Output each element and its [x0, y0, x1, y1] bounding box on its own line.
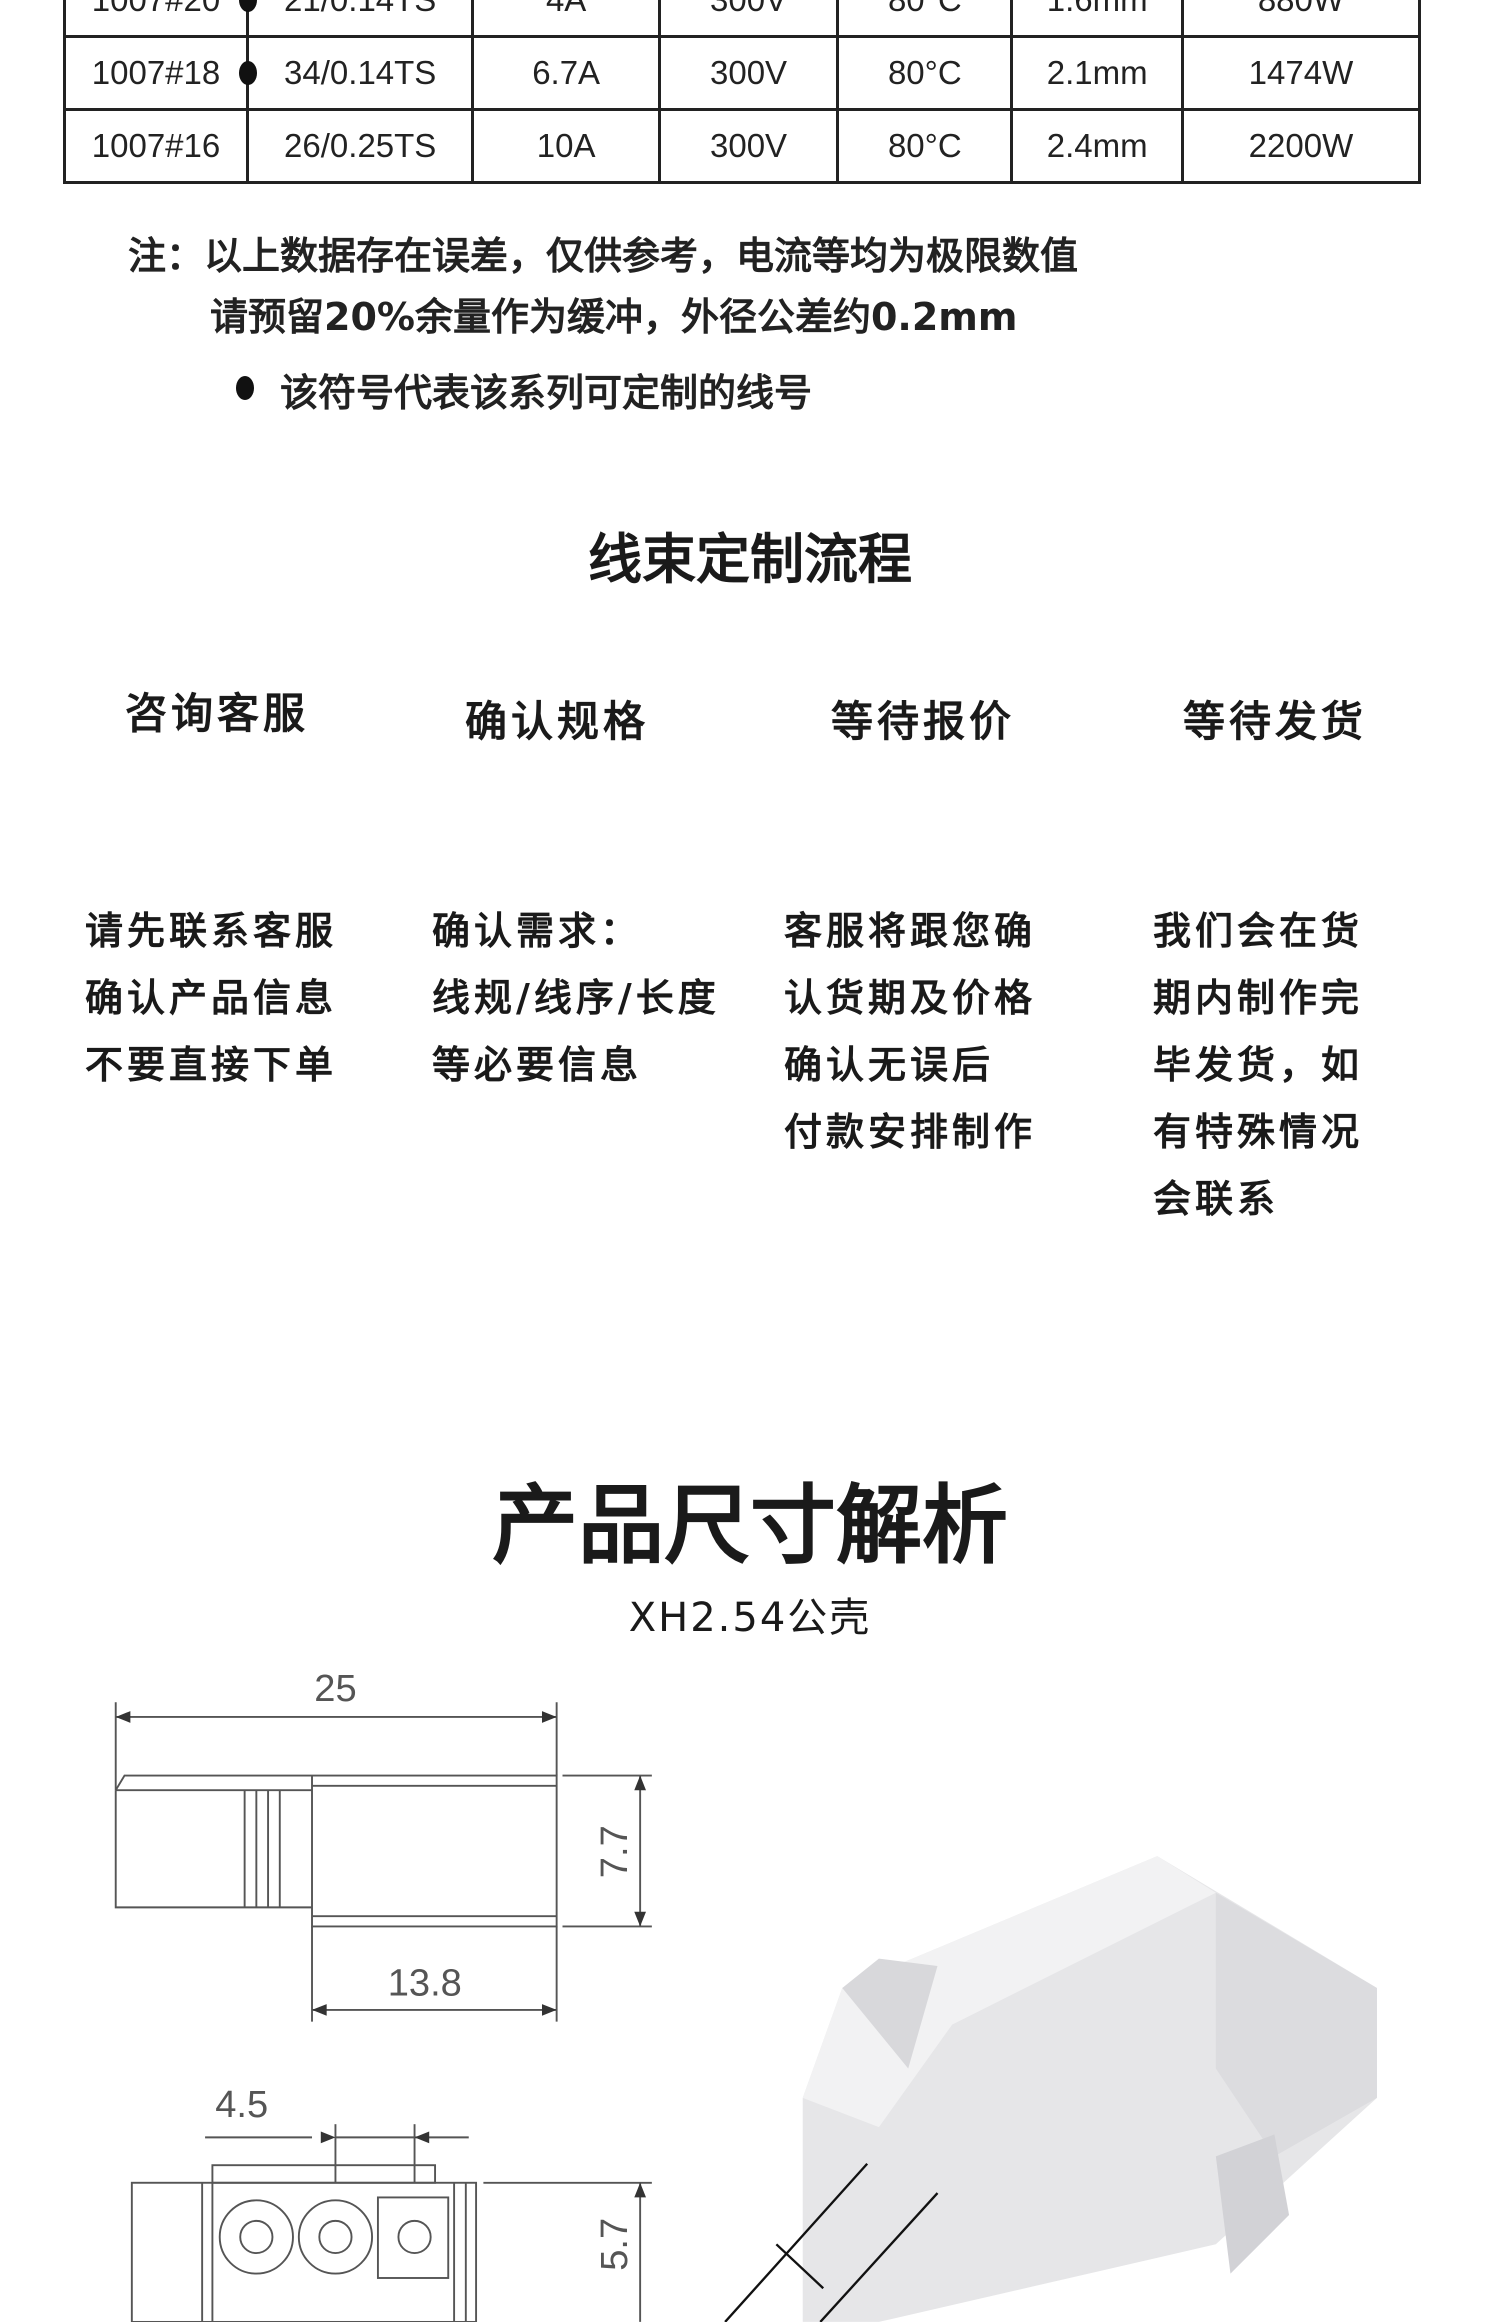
cell-wire: 1007#20 [62, 0, 258, 38]
description-line: 客服将跟您确 [784, 909, 1037, 953]
step-description: 请先联系客服确认产品信息不要直接下单 [85, 898, 415, 1099]
cell-power: 2200W [1180, 108, 1422, 184]
description-line: 确认产品信息 [85, 976, 338, 1020]
legend-note: 该符号代表该系列可定制的线号 [280, 371, 813, 415]
description-line: 付款安排制作 [784, 1110, 1037, 1154]
voltage-value: 300V [710, 54, 788, 91]
process-title: 线束定制流程 [588, 528, 912, 591]
od-value: 2.1mm [1046, 54, 1148, 91]
step-title: 咨询客服 [124, 689, 309, 738]
current-value: 10A [536, 127, 596, 164]
current-value: 4A [546, 0, 586, 18]
od-value: 1.6mm [1047, 0, 1148, 18]
width-label: 5.7 [594, 2218, 636, 2271]
cell-voltage: 300V [657, 108, 840, 184]
wire-value: 1007#16 [91, 127, 221, 164]
cell-temp: 80°C [836, 0, 1014, 38]
step-description: 确认需求： 线规/线序/长度等必要信息 [432, 898, 762, 1099]
cell-temp: 80°C [836, 35, 1014, 111]
spec-table: 1007#2021/0.14TS4A300V80°C1.6mm880W1007#… [62, 0, 1422, 184]
strand-value: 26/0.25TS [284, 127, 437, 164]
description-line: 毕发货，如 [1153, 1043, 1364, 1087]
cell-strand: 21/0.14TS [246, 0, 475, 38]
custom-bullet-icon [236, 376, 254, 400]
power-value: 1474W [1248, 54, 1354, 91]
description-line: 确认需求： [432, 909, 643, 953]
description-line: 不要直接下单 [85, 1043, 338, 1087]
wire-value: 1007#20 [92, 0, 220, 18]
height-label: 7.7 [594, 1825, 636, 1878]
cell-current: 10A [471, 108, 661, 184]
cell-strand: 26/0.25TS [246, 108, 475, 184]
connector-photo [724, 1856, 1377, 2322]
note-line-2: 请预留20%余量作为缓冲，外径公差约0.2mm [210, 295, 1018, 339]
table-row: 1007#16 26/0.25TS 10A 300V 80°C 2.4mm 2200W [62, 108, 1422, 184]
strand-value: 21/0.14TS [284, 0, 436, 18]
current-value: 6.7A [532, 54, 601, 91]
front-length-label: 13.8 [388, 1962, 462, 2004]
od-value: 2.4mm [1046, 127, 1148, 164]
step-description: 客服将跟您确认货期及价格确认无误后付款安排制作 [784, 898, 1114, 1166]
wire-value: 1007#18 [91, 54, 221, 91]
note-line-1: 注：以上数据存在误差，仅供参考，电流等均为极限数值 [128, 234, 1079, 278]
cell-power: 880W [1180, 0, 1422, 38]
dimensions-subtitle: XH2.54公壳 [628, 1595, 872, 1641]
cell-voltage: 300V [657, 0, 840, 38]
voltage-value: 300V [710, 0, 787, 18]
dimensions-title: 产品尺寸解析 [492, 1476, 1008, 1576]
cell-wire: 1007#18 [62, 35, 258, 111]
temp-value: 80°C [887, 127, 962, 164]
dimension-drawing: 25 13.8 4.5 7.7 5.7 [114, 1668, 1377, 2322]
description-line: 请先联系客服 [85, 909, 338, 953]
description-line: 期内制作完 [1153, 976, 1364, 1020]
description-line: 有特殊情况 [1153, 1110, 1364, 1154]
description-line: 线规/线序/长度 [432, 976, 720, 1020]
description-line: 会联系 [1153, 1177, 1280, 1221]
custom-bullet-icon [239, 0, 258, 12]
strand-value: 34/0.14TS [284, 54, 437, 91]
step-description: 我们会在货期内制作完毕发货，如有特殊情况会联系 [1153, 898, 1483, 1233]
cell-current: 6.7A [471, 35, 661, 111]
description-line: 认货期及价格 [784, 976, 1037, 1020]
cell-voltage: 300V [657, 35, 840, 111]
cell-power: 1474W [1180, 35, 1422, 111]
table-row: 1007#20 21/0.14TS 4A 300V 80°C 1.6mm 880W [62, 0, 1422, 38]
description-line: 等必要信息 [432, 1043, 643, 1087]
power-value: 2200W [1248, 127, 1354, 164]
cell-current: 4A [471, 0, 661, 38]
custom-bullet-icon [239, 61, 258, 85]
pitch-label: 4.5 [215, 2084, 268, 2126]
cell-od: 1.6mm [1010, 0, 1184, 38]
step-title: 等待发货 [1182, 697, 1367, 746]
table-row: 1007#18 34/0.14TS 6.7A 300V 80°C 2.1mm 1474W [62, 35, 1422, 111]
description-line: 确认无误后 [784, 1043, 995, 1087]
length-label: 25 [314, 1668, 356, 1710]
voltage-value: 300V [710, 127, 788, 164]
cell-od: 2.1mm [1010, 35, 1184, 111]
description-line: 我们会在货 [1153, 909, 1364, 953]
cell-strand: 34/0.14TS [246, 35, 475, 111]
cell-temp: 80°C [836, 108, 1014, 184]
cell-od: 2.4mm [1010, 108, 1184, 184]
temp-value: 80°C [887, 54, 962, 91]
temp-value: 80°C [888, 0, 962, 18]
step-title: 确认规格 [464, 697, 649, 746]
cell-wire: 1007#16 [62, 108, 250, 184]
power-value: 880W [1258, 0, 1344, 18]
step-title: 等待报价 [830, 697, 1015, 746]
